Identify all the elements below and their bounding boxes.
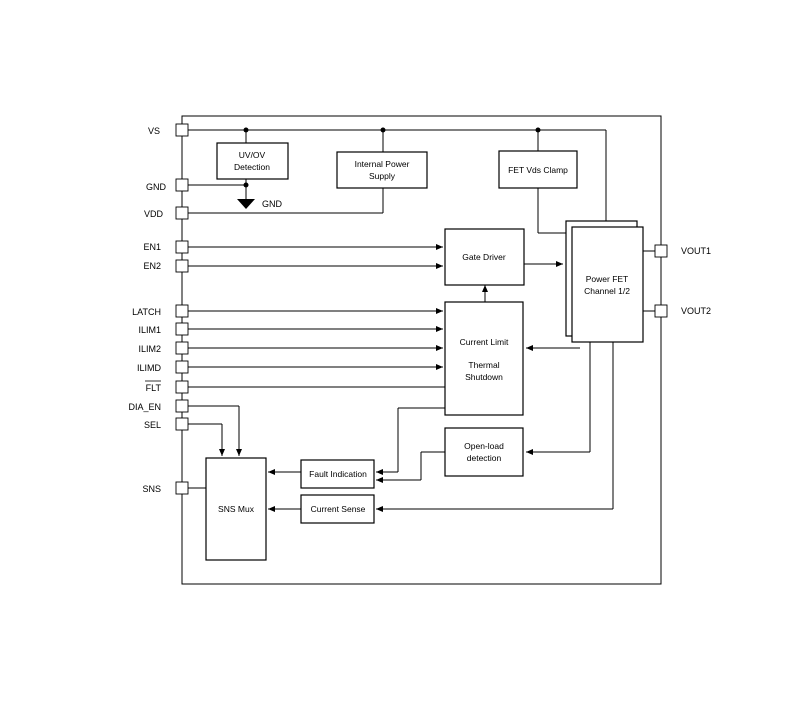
block-uvov: UV/OV Detection: [216, 142, 289, 180]
pin-gnd-label: GND: [146, 182, 167, 192]
svg-text:Current Limit: Current Limit: [460, 337, 509, 347]
pin-ilim2-label: ILIM2: [138, 344, 161, 354]
pin-dia-en-label: DIA_EN: [128, 402, 161, 412]
pin-vout2-label: VOUT2: [681, 306, 711, 316]
power-fet-line2: Channel 1/2: [584, 286, 630, 296]
fet-clamp-line1: FET Vds Clamp: [508, 165, 568, 175]
pin-latch-label: LATCH: [132, 307, 161, 317]
sns-mux-label: SNS Mux: [218, 504, 255, 514]
pin-sns-label: SNS: [142, 484, 161, 494]
pin-flt-label: FLT: [146, 383, 162, 393]
block-sns-mux: SNS Mux: [205, 457, 267, 561]
pin-en1-label: EN1: [143, 242, 161, 252]
ground-label: GND: [262, 199, 283, 209]
wires: [188, 129, 655, 512]
ground-icon: [237, 199, 255, 209]
pin-sel-label: SEL: [144, 420, 161, 430]
pin-ilim2: ILIM2: [138, 341, 189, 355]
current-sense-label: Current Sense: [311, 504, 366, 514]
pin-ilim1: ILIM1: [138, 322, 189, 336]
fault-indication-label: Fault Indication: [309, 469, 367, 479]
svg-text:Gate Driver: Gate Driver: [462, 252, 506, 262]
gate-driver-label: Gate Driver: [462, 252, 506, 262]
internal-power-line2: Supply: [369, 171, 396, 181]
pin-vout2: VOUT2: [654, 304, 711, 318]
pin-sel: SEL: [144, 417, 189, 431]
internal-power-line1: Internal Power: [355, 159, 410, 169]
uvov-line2: Detection: [234, 162, 270, 172]
pin-vs: VS: [148, 123, 189, 137]
pin-ilim1-label: ILIM1: [138, 325, 161, 335]
pin-ilimd-label: ILIMD: [137, 363, 162, 373]
pin-gnd: GND: [146, 178, 189, 192]
block-fault-indication: Fault Indication: [300, 459, 375, 489]
pin-sns: SNS: [142, 481, 189, 495]
pin-en2: EN2: [143, 259, 189, 273]
svg-text:SNS Mux: SNS Mux: [218, 504, 255, 514]
pin-vdd: VDD: [144, 206, 189, 220]
pin-vout1-label: VOUT1: [681, 246, 711, 256]
block-open-load-detection: Open-load detection: [444, 427, 524, 477]
block-fet-vds-clamp: FET Vds Clamp: [498, 150, 578, 189]
pin-ilimd: ILIMD: [137, 360, 189, 374]
svg-text:Fault Indication: Fault Indication: [309, 469, 367, 479]
block-power-fet: Power FET Channel 1/2: [565, 220, 644, 343]
block-gate-driver: Gate Driver: [444, 228, 525, 286]
current-limit-label: Current Limit: [460, 337, 509, 347]
pin-vout1: VOUT1: [654, 244, 711, 258]
pin-vs-label: VS: [148, 126, 160, 136]
open-load-line1: Open-load: [464, 441, 504, 451]
thermal-line2: Shutdown: [465, 372, 503, 382]
block-current-sense: Current Sense: [300, 494, 375, 524]
pin-latch: LATCH: [132, 304, 189, 318]
pin-flt: FLT: [145, 380, 189, 394]
uvov-line1: UV/OV: [239, 150, 266, 160]
pin-vdd-label: VDD: [144, 209, 164, 219]
svg-text:Current Sense: Current Sense: [311, 504, 366, 514]
thermal-line1: Thermal: [468, 360, 499, 370]
pin-en2-label: EN2: [143, 261, 161, 271]
open-load-line2: detection: [467, 453, 502, 463]
pin-en1: EN1: [143, 240, 189, 254]
pin-dia-en: DIA_EN: [128, 399, 189, 413]
junction-dots: [243, 127, 541, 188]
power-fet-line1: Power FET: [586, 274, 629, 284]
svg-text:FET Vds Clamp: FET Vds Clamp: [508, 165, 568, 175]
